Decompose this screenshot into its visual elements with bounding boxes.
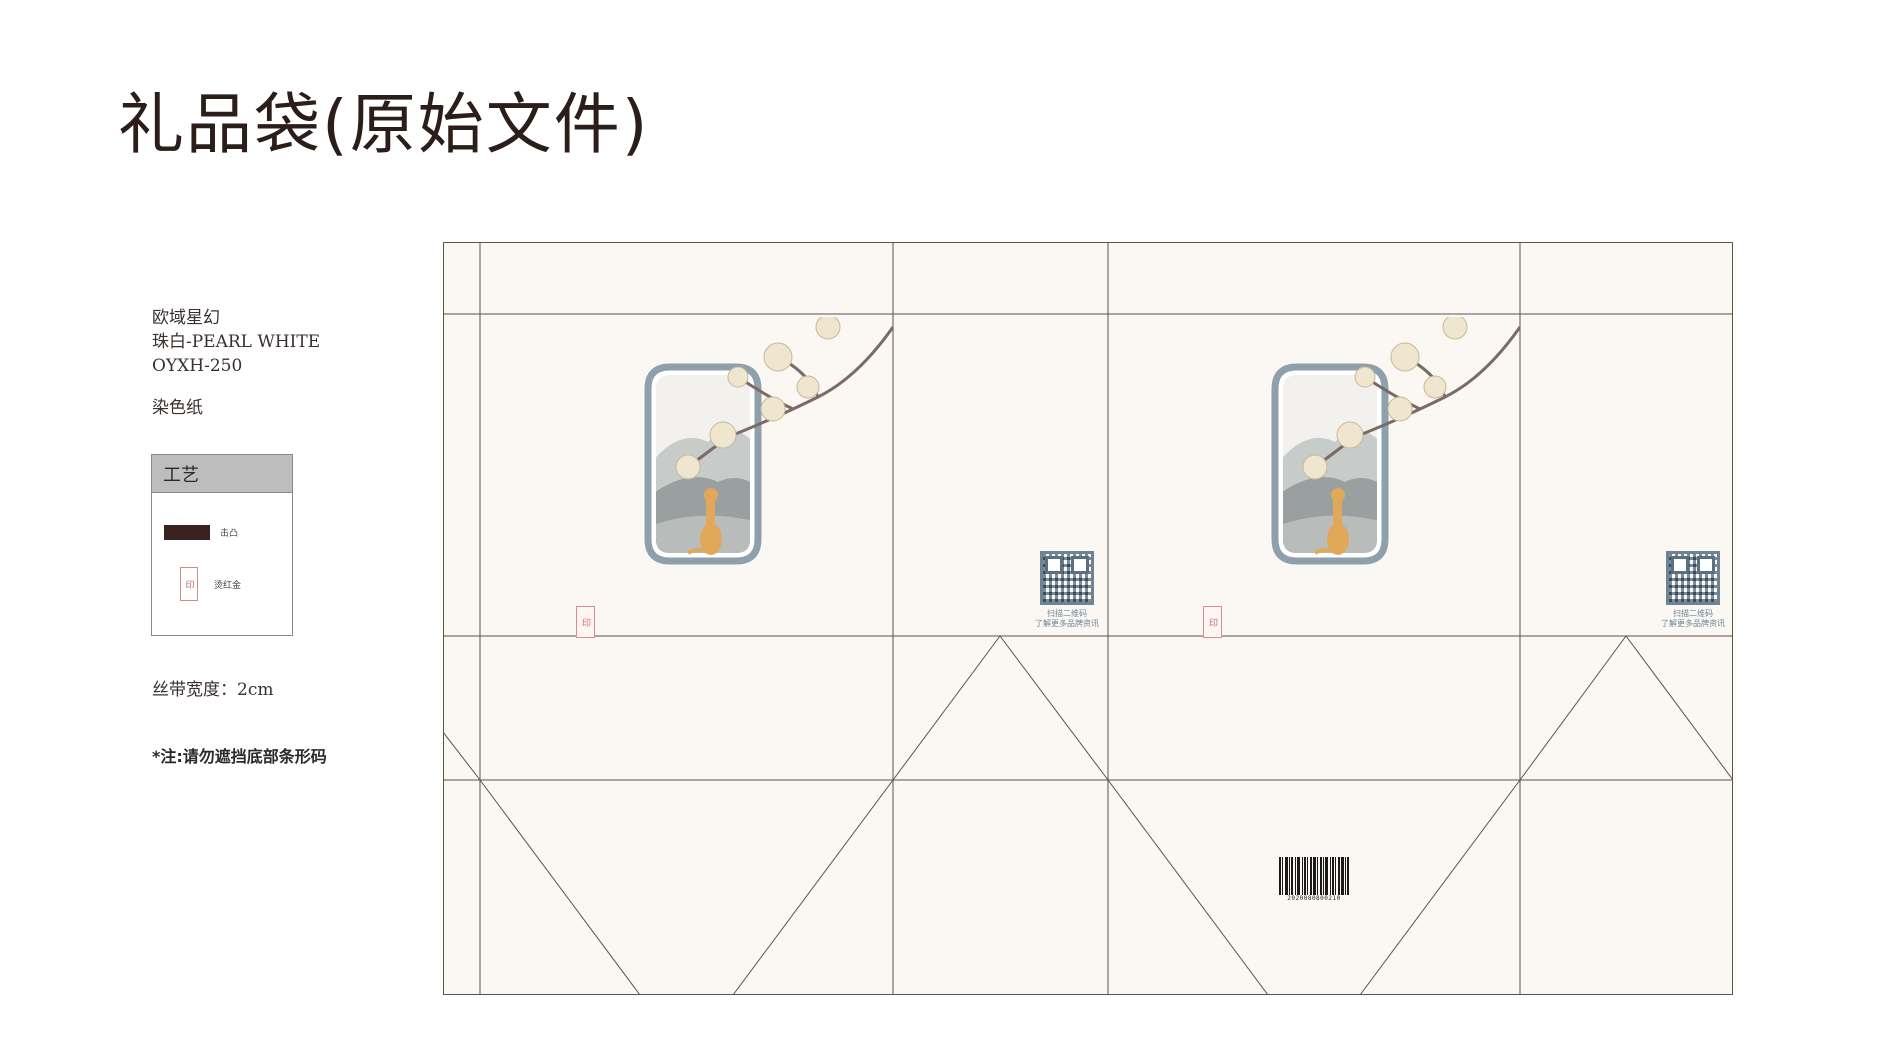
craft-item-label: 烫红金 xyxy=(214,580,242,591)
window-landscape-illustration xyxy=(644,317,893,565)
page-title: 礼品袋(原始文件) xyxy=(118,86,650,163)
qr-code-block: 扫描二维码 了解更多品牌资讯 xyxy=(1644,551,1742,629)
window-landscape-illustration xyxy=(1271,317,1520,565)
ribbon-width: 丝带宽度：2cm xyxy=(152,680,274,700)
red-seal-icon: 印 xyxy=(180,567,198,601)
emboss-swatch xyxy=(164,525,210,540)
barcode-note: *注:请勿遮挡底部条形码 xyxy=(152,747,327,766)
paper-code: OYXH-250 xyxy=(152,356,243,376)
cat-figure xyxy=(1313,488,1349,555)
qr-code-block: 扫描二维码 了解更多品牌资讯 xyxy=(1018,551,1116,629)
barcode-bars xyxy=(1268,857,1360,895)
paper-series-name: 欧域星幻 xyxy=(152,308,220,328)
qr-caption-1: 扫描二维码 xyxy=(1047,609,1087,618)
barcode-number: 2020080800210 xyxy=(1287,895,1341,902)
qr-caption-2: 了解更多品牌资讯 xyxy=(1661,619,1725,628)
red-seal-icon: 印 xyxy=(576,606,595,638)
craft-legend-heading: 工艺 xyxy=(152,455,292,493)
qr-caption-2: 了解更多品牌资讯 xyxy=(1035,619,1099,628)
paper-color-name: 珠白-PEARL WHITE xyxy=(152,332,321,352)
fold-lines xyxy=(443,242,1733,995)
paper-type: 染色纸 xyxy=(152,398,203,418)
barcode: 2020080800210 xyxy=(1268,857,1360,902)
paper-spec: 欧域星幻 珠白-PEARL WHITE OYXH-250 xyxy=(152,306,320,378)
craft-item-emboss: 击凸 xyxy=(164,525,238,540)
qr-code-icon xyxy=(1666,551,1720,605)
red-seal-icon: 印 xyxy=(1203,606,1222,638)
qr-caption-1: 扫描二维码 xyxy=(1673,609,1713,618)
bag-dieline: 印 扫描二维码 了解更多品牌资讯 xyxy=(443,242,1733,995)
qr-code-icon xyxy=(1040,551,1094,605)
craft-legend: 工艺 击凸 印 烫红金 xyxy=(151,454,293,636)
cat-figure xyxy=(686,488,722,555)
craft-item-foil: 印 烫红金 xyxy=(164,567,241,601)
craft-item-label: 击凸 xyxy=(220,529,239,539)
